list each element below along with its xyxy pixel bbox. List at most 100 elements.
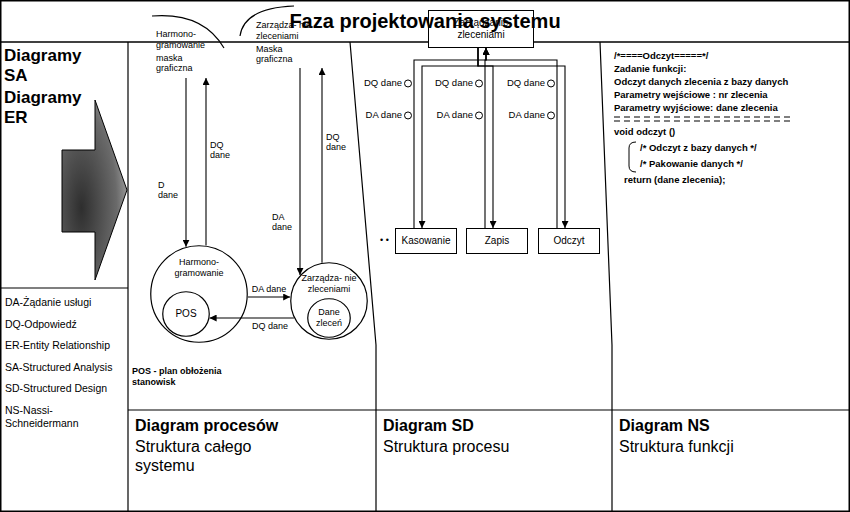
label-slot: Odczyt danych zlecenia z bazy danych — [614, 76, 788, 87]
node-text: Odczyt — [553, 235, 584, 247]
cell-heading: Diagram procesów — [135, 416, 310, 435]
node-text: NS-Nassi- Schneidermann — [5, 404, 113, 429]
node-text: DA-Żądanie usługi — [5, 296, 113, 309]
ellipsis-mark: • • — [380, 235, 389, 246]
process-bubble: Zarządza- nie zleceniamiDane zleceń — [290, 262, 368, 340]
panel-divider — [600, 42, 612, 512]
label-slot: Parametry wejściowe : nr zlecenia — [614, 89, 768, 100]
flow-label: DQ dane — [435, 78, 473, 89]
code-line: /* Pakowanie danych */ — [640, 158, 743, 169]
flow-label-slot: DA dane — [272, 212, 296, 233]
code-line: /* Odczyt z bazy danych */ — [640, 142, 757, 153]
label-slot: /* Odczyt z bazy danych */ — [640, 142, 757, 153]
data-flow — [414, 48, 486, 228]
node-text: Harmono- gramowanie — [167, 257, 231, 279]
flow-label-slot: DQ dane — [364, 78, 402, 89]
node-text: Zarządza- nie zleceniami — [295, 273, 363, 295]
heading-label: Diagramy ER — [4, 88, 90, 128]
data-flow — [485, 48, 486, 228]
data-flow — [210, 317, 294, 318]
node-text: DQ-Odpowiedź — [5, 318, 113, 331]
code-line: return (dane zlecenia); — [624, 174, 725, 185]
data-couple — [476, 80, 483, 87]
data-couple — [405, 112, 412, 119]
code-line: Parametry wyjściowe: dane zlecenia — [614, 102, 778, 113]
node-text: Kasowanie — [402, 235, 451, 247]
flow-label: D dane — [158, 180, 182, 201]
title-text: Faza projektowania systemu — [289, 9, 560, 33]
node-text: maska graficzna — [156, 53, 208, 75]
bubble-circle — [151, 246, 248, 343]
code-line: /*====Odczyt=====*/ — [614, 50, 708, 61]
data-flow — [478, 48, 493, 228]
flow-label-slot: DQ dane — [252, 321, 288, 331]
data-flow — [478, 48, 565, 228]
footer-rule — [128, 409, 850, 410]
flow-label: DQ dane — [364, 78, 402, 89]
note-label: POS - plan obłożenia stanowisk — [132, 366, 242, 388]
flow-label-slot: DQ dane — [507, 78, 545, 89]
module-box: Odczyt — [538, 228, 600, 254]
caption-cell: Diagram SDStruktura procesu — [376, 410, 612, 512]
flow-label-slot: DQ dane — [326, 132, 350, 153]
node-text: Harmono- gramowanie — [156, 29, 208, 51]
label-slot: Diagramy SA — [4, 46, 90, 86]
process-bubble: Harmono- gramowaniemaska graficzna — [148, 14, 226, 78]
legend-rule — [0, 287, 128, 288]
flow-label-slot: DA dane — [437, 110, 473, 121]
label-slot: Diagramy ER — [4, 88, 90, 128]
caption-cell: Diagram procesówStruktura całego systemu — [128, 410, 376, 512]
node-text: Zarządzanie zleceniami — [434, 17, 528, 41]
data-flow — [185, 78, 186, 247]
flow-label-slot: DA dane — [252, 284, 287, 294]
flow-label-slot: DQ dane — [210, 140, 234, 161]
flow-label: DQ dane — [326, 132, 350, 153]
data-flow — [321, 68, 322, 263]
process-bubble: Harmono- gramowaniePOS — [150, 245, 248, 343]
code-bracket — [629, 142, 636, 172]
node-text: Zarządza- nie zleceniami — [256, 20, 320, 42]
node-text: Maska graficzna — [256, 44, 320, 66]
label-slot: return (dane zlecenia); — [624, 174, 725, 185]
cell-heading: Diagram NS — [619, 416, 819, 435]
flow-label: DQ dane — [210, 140, 234, 161]
title-band: Faza projektowania systemu — [0, 0, 850, 42]
separator-rule — [614, 116, 792, 117]
node-text: Struktura funkcji — [619, 437, 819, 456]
label-slot: Zadanie funkcji: — [614, 63, 686, 74]
node-text: POS — [175, 308, 196, 320]
flow-label: DA dane — [252, 284, 287, 294]
data-couple — [405, 80, 412, 87]
data-flow — [299, 68, 300, 275]
label-slot: POS - plan obłożenia stanowisk — [132, 366, 242, 388]
data-couple — [476, 112, 483, 119]
node-text: ER-Entity Relationship — [5, 339, 113, 352]
module-box: Zapis — [466, 228, 528, 254]
label-slot: Parametry wyjściowe: dane zlecenia — [614, 102, 778, 113]
flow-label: DA dane — [437, 110, 473, 121]
data-flow — [422, 48, 478, 228]
flow-arrow — [62, 100, 127, 280]
separator-rule — [614, 120, 792, 121]
flow-label: DA dane — [272, 212, 296, 233]
flow-label: DA dane — [509, 110, 545, 121]
flow-label: DQ dane — [507, 78, 545, 89]
column-rule — [127, 42, 128, 512]
flow-label-slot: DA dane — [366, 110, 402, 121]
code-line: Zadanie funkcji: — [614, 63, 686, 74]
node-text: Zapis — [485, 235, 509, 247]
label-slot: void odczyt () — [614, 126, 675, 137]
caption-cell: Diagram NS Struktura funkcji — [612, 410, 850, 512]
label-slot: /* Pakowanie danych */ — [640, 158, 743, 169]
flow-label: DQ dane — [252, 321, 288, 331]
flow-label-slot: D dane — [158, 180, 182, 201]
node-text: Dane zleceń — [311, 307, 347, 329]
data-flow — [205, 78, 206, 246]
flow-label: DA dane — [366, 110, 402, 121]
code-line: Odczyt danych zlecenia z bazy danych — [614, 76, 788, 87]
module-box: Kasowanie — [395, 228, 457, 254]
abbreviation-panel: DA-Żądanie usługiDQ-OdpowiedźER-Entity R… — [0, 288, 128, 512]
bubble-circle — [291, 263, 368, 340]
